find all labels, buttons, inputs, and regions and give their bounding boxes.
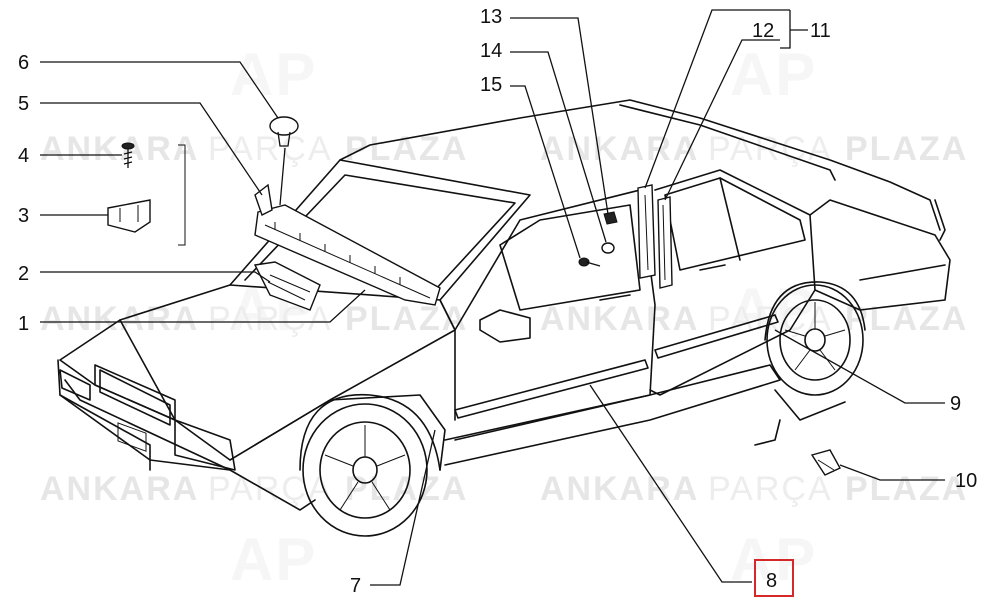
watermark-layer: AP AP AP AP AP AP ANKARA PARÇA PLAZA ANK… xyxy=(40,41,968,593)
leader-10 xyxy=(839,464,945,481)
svg-text:PLAZA: PLAZA xyxy=(845,470,968,508)
leader-2 xyxy=(40,271,271,283)
svg-text:ANKARA: ANKARA xyxy=(540,300,699,338)
car-illustration xyxy=(57,99,951,537)
callout-6: 6 xyxy=(18,52,29,74)
svg-text:ANKARA: ANKARA xyxy=(40,470,199,508)
svg-text:AP: AP xyxy=(730,41,817,108)
callout-7: 7 xyxy=(350,575,361,597)
watermark-text-row-2: ANKARA PARÇA PLAZA ANKARA PARÇA PLAZA xyxy=(40,300,968,338)
part-2-grille-piece xyxy=(253,261,321,311)
watermark-text-row-3: ANKARA PARÇA PLAZA ANKARA PARÇA PLAZA xyxy=(40,470,968,508)
svg-text:ANKARA: ANKARA xyxy=(540,470,699,508)
svg-text:AP: AP xyxy=(230,41,317,108)
leader-9 xyxy=(774,329,945,404)
callout-15: 15 xyxy=(480,74,502,96)
callout-1: 1 xyxy=(18,313,29,335)
part-13-nut xyxy=(603,211,618,225)
leader-12 xyxy=(664,39,780,201)
svg-text:PLAZA: PLAZA xyxy=(345,130,468,168)
callout-9: 9 xyxy=(950,393,961,415)
rear-wheel xyxy=(764,281,866,396)
front-bumper xyxy=(57,359,316,511)
leader-15 xyxy=(510,85,581,259)
leader-lines xyxy=(40,9,945,586)
svg-text:PARÇA: PARÇA xyxy=(208,130,333,168)
grille xyxy=(99,369,171,426)
headlight-right xyxy=(174,419,236,471)
front-wheel xyxy=(299,393,441,537)
callout-labels: 1 2 3 4 5 6 7 8 9 10 11 12 13 14 15 xyxy=(18,6,977,597)
leader-5 xyxy=(40,102,263,196)
part-15-stud xyxy=(578,257,601,267)
part-10-clip xyxy=(810,449,841,476)
callout-8-highlight-box xyxy=(754,559,794,597)
sill xyxy=(444,364,781,466)
leader-7 xyxy=(370,429,436,586)
part-14-washer xyxy=(601,242,615,254)
callout-5: 5 xyxy=(18,93,29,115)
svg-text:ANKARA: ANKARA xyxy=(540,130,699,168)
callout-11: 11 xyxy=(810,20,831,42)
part-6-push-clip xyxy=(269,116,299,147)
watermark-text-row-1: ANKARA PARÇA PLAZA ANKARA PARÇA PLAZA xyxy=(40,130,968,168)
part-5-seal xyxy=(254,183,273,216)
leader-1 xyxy=(40,289,366,323)
svg-text:PLAZA: PLAZA xyxy=(845,130,968,168)
svg-text:PARÇA: PARÇA xyxy=(708,470,833,508)
callout-2: 2 xyxy=(18,263,29,285)
svg-text:AP: AP xyxy=(230,526,317,593)
callout-4: 4 xyxy=(18,145,29,167)
svg-text:PLAZA: PLAZA xyxy=(845,300,968,338)
headlight-left xyxy=(59,369,91,401)
part-3-clip xyxy=(107,199,151,233)
leader-8 xyxy=(589,384,752,583)
front-door-moulding xyxy=(454,359,649,419)
part-4-screw xyxy=(121,142,135,168)
leader-14 xyxy=(510,51,607,243)
parts-layer xyxy=(107,116,841,476)
rear-door-moulding xyxy=(654,314,779,359)
leader-6 xyxy=(40,61,279,119)
side-mirror xyxy=(479,309,531,343)
callout-14: 14 xyxy=(480,40,502,62)
svg-text:PLAZA: PLAZA xyxy=(345,300,468,338)
svg-text:PARÇA: PARÇA xyxy=(208,470,333,508)
svg-text:ANKARA: ANKARA xyxy=(40,130,199,168)
callout-12: 12 xyxy=(752,20,774,42)
leader-13 xyxy=(510,17,609,215)
callout-10: 10 xyxy=(955,470,977,492)
svg-text:ANKARA: ANKARA xyxy=(40,300,199,338)
callout-8: 8 xyxy=(766,570,777,592)
svg-text:PARÇA: PARÇA xyxy=(208,300,333,338)
callout-3: 3 xyxy=(18,205,29,227)
leader-11 xyxy=(780,9,808,49)
callout-13: 13 xyxy=(480,6,502,28)
car-roof xyxy=(339,99,941,231)
part-1-cowl-panel xyxy=(254,204,441,306)
